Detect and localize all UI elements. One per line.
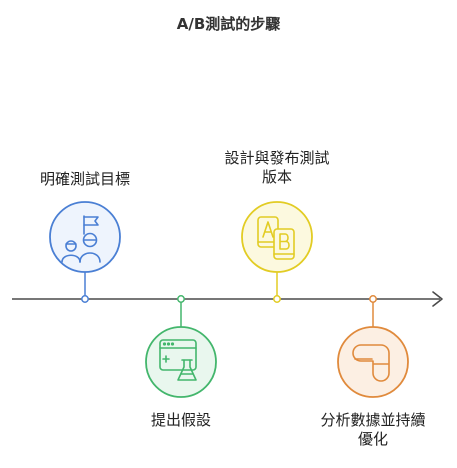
ab-variants-icon <box>257 216 295 260</box>
timeline-arrowhead-icon <box>432 291 443 307</box>
step-3-label: 設計與發布測試 版本 <box>192 149 362 187</box>
goal-team-icon <box>61 215 101 263</box>
step-4-label: 分析數據並持續 優化 <box>288 411 457 449</box>
step-1-label: 明確測試目標 <box>39 170 130 188</box>
step-2-label: 提出假設 <box>150 411 211 429</box>
experiment-screen-icon <box>159 339 197 381</box>
step-3-label-line-1: 設計與發布測試 <box>224 149 330 167</box>
step-3-node <box>241 201 313 303</box>
step-4-label-line-1: 分析數據並持續 <box>320 411 426 429</box>
optimize-path-icon <box>352 344 390 382</box>
step-1-node <box>49 201 121 303</box>
step-3-label-line-2: 版本 <box>261 168 292 186</box>
step-2-node <box>145 295 217 398</box>
diagram-title: A/B測試的步驟 <box>176 15 281 33</box>
step-4-node <box>337 295 409 398</box>
step-4-label-line-2: 優化 <box>357 430 388 448</box>
